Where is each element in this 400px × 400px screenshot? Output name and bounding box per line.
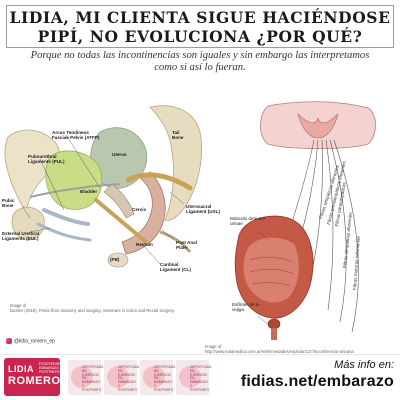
more-info-label: Más info en: — [334, 359, 394, 371]
website-link[interactable]: fidias.net/embarazo — [240, 373, 394, 390]
badge-text: CERTIFICADA EN EJERCICIO EN EMBARAZO Y P… — [190, 365, 212, 392]
badge-image — [71, 366, 93, 388]
label-post-anal-plate: Post Anal Plate — [176, 240, 198, 251]
title-line-1: LIDIA, MI CLIENTA SIGUE HACIÉNDOSE — [9, 8, 391, 27]
badge-text: CERTIFICADA EN EJERCICIO EN EMBARAZO Y P… — [82, 365, 104, 392]
label-pubourethral: Pubourethral Ligaments (PUL) — [28, 154, 65, 165]
bladder-innervation-illustration: Músculo detrusor urinae Esfínter de la v… — [228, 100, 396, 350]
logo-tag: FISIOTERAPIA EMBARAZO POSTPARTO — [39, 362, 64, 374]
title-box: LIDIA, MI CLIENTA SIGUE HACIÉNDOSE PIPÍ,… — [6, 5, 394, 48]
pelvic-anatomy-illustration: Arcus Tendineus Fasciae Pelvis (ATFP) Pu… — [0, 92, 230, 297]
badge-image — [107, 366, 129, 388]
label-uterosacral: Uterosacral Ligament (USL) — [186, 204, 220, 215]
bladder-credit-line-2: http://www.iusamedica.com.ar/enfermedade… — [205, 349, 354, 354]
footer: LIDIA ROMERO FISIOTERAPIA EMBARAZO POSTP… — [0, 354, 400, 400]
badge-image — [143, 366, 165, 388]
label-uterus: Uterus — [112, 152, 127, 157]
instagram-icon — [6, 338, 12, 344]
pelvis-drawing — [4, 105, 203, 268]
label-arcus: Arcus Tendineus Fasciae Pelvis (ATFP) — [52, 130, 107, 140]
label-arcus-text: Arcus Tendineus Fasciae Pelvis — [52, 130, 89, 141]
certification-badge-2: CERTIFICADA EN EJERCICIO EN EMBARAZO Y P… — [104, 360, 140, 395]
subtitle-line-2: como si así lo fueran. — [154, 62, 246, 73]
logo-line-2: ROMERO — [8, 375, 61, 387]
label-esfinter: Esfínter de la vejiga — [232, 302, 260, 313]
instagram-handle[interactable]: @lidia_romero_ep — [6, 338, 55, 344]
badge-text: CERTIFICADA EN EJERCICIO EN EMBARAZO Y P… — [118, 365, 140, 392]
badge-text: CERTIFICADA EN EJERCICIO EN EMBARAZO Y P… — [154, 365, 176, 392]
certification-badge-1: CERTIFICADA EN EJERCICIO EN EMBARAZO Y P… — [68, 360, 104, 395]
label-rectum: Rectum — [136, 242, 153, 247]
pelvis-credit-line-2: Dustinr (2016): Pelvic floor anatomy and… — [10, 308, 175, 313]
pelvis-credit: Image of Dustinr (2016): Pelvic floor an… — [10, 303, 230, 313]
label-musculo-detrusor: Músculo detrusor urinae — [230, 216, 266, 227]
certification-badge-3: CERTIFICADA EN EJERCICIO EN EMBARAZO Y P… — [140, 360, 176, 395]
label-external-urethral: External Urethral Ligaments (EUL) — [2, 231, 40, 242]
bladder-drawing — [234, 101, 376, 340]
label-cardinal: Cardinal Ligament (CL) — [160, 262, 191, 273]
badge-image — [179, 366, 201, 388]
label-pubic-bone: Pubic Bone — [2, 198, 15, 209]
label-tail-bone: Tail Bone — [172, 130, 184, 141]
bladder-credit-line-1: Image of — [205, 344, 222, 349]
brand-logo: LIDIA ROMERO FISIOTERAPIA EMBARAZO POSTP… — [4, 358, 64, 396]
pelvis-credit-line-1: Image of — [10, 303, 27, 308]
label-atfp-text: (ATFP) — [84, 135, 100, 141]
page-title: LIDIA, MI CLIENTA SIGUE HACIÉNDOSE PIPÍ,… — [7, 8, 393, 46]
certification-badge-4: CERTIFICADA EN EJERCICIO EN EMBARAZO Y P… — [176, 360, 212, 395]
subtitle: Porque no todas las incontinencias son i… — [8, 50, 392, 74]
title-line-2: PIPÍ, NO EVOLUCIONA ¿POR QUÉ? — [37, 27, 363, 46]
label-pb: (PB) — [110, 257, 120, 262]
logo-line-1: LIDIA — [8, 364, 34, 374]
bladder-credit: Image of http://www.iusamedica.com.ar/en… — [205, 344, 395, 354]
label-cervix: Cervix — [132, 207, 147, 212]
label-bladder: Bladder — [80, 189, 98, 194]
subtitle-line-1: Porque no todas las incontinencias son i… — [30, 50, 370, 61]
instagram-handle-text: @lidia_romero_ep — [14, 338, 55, 345]
